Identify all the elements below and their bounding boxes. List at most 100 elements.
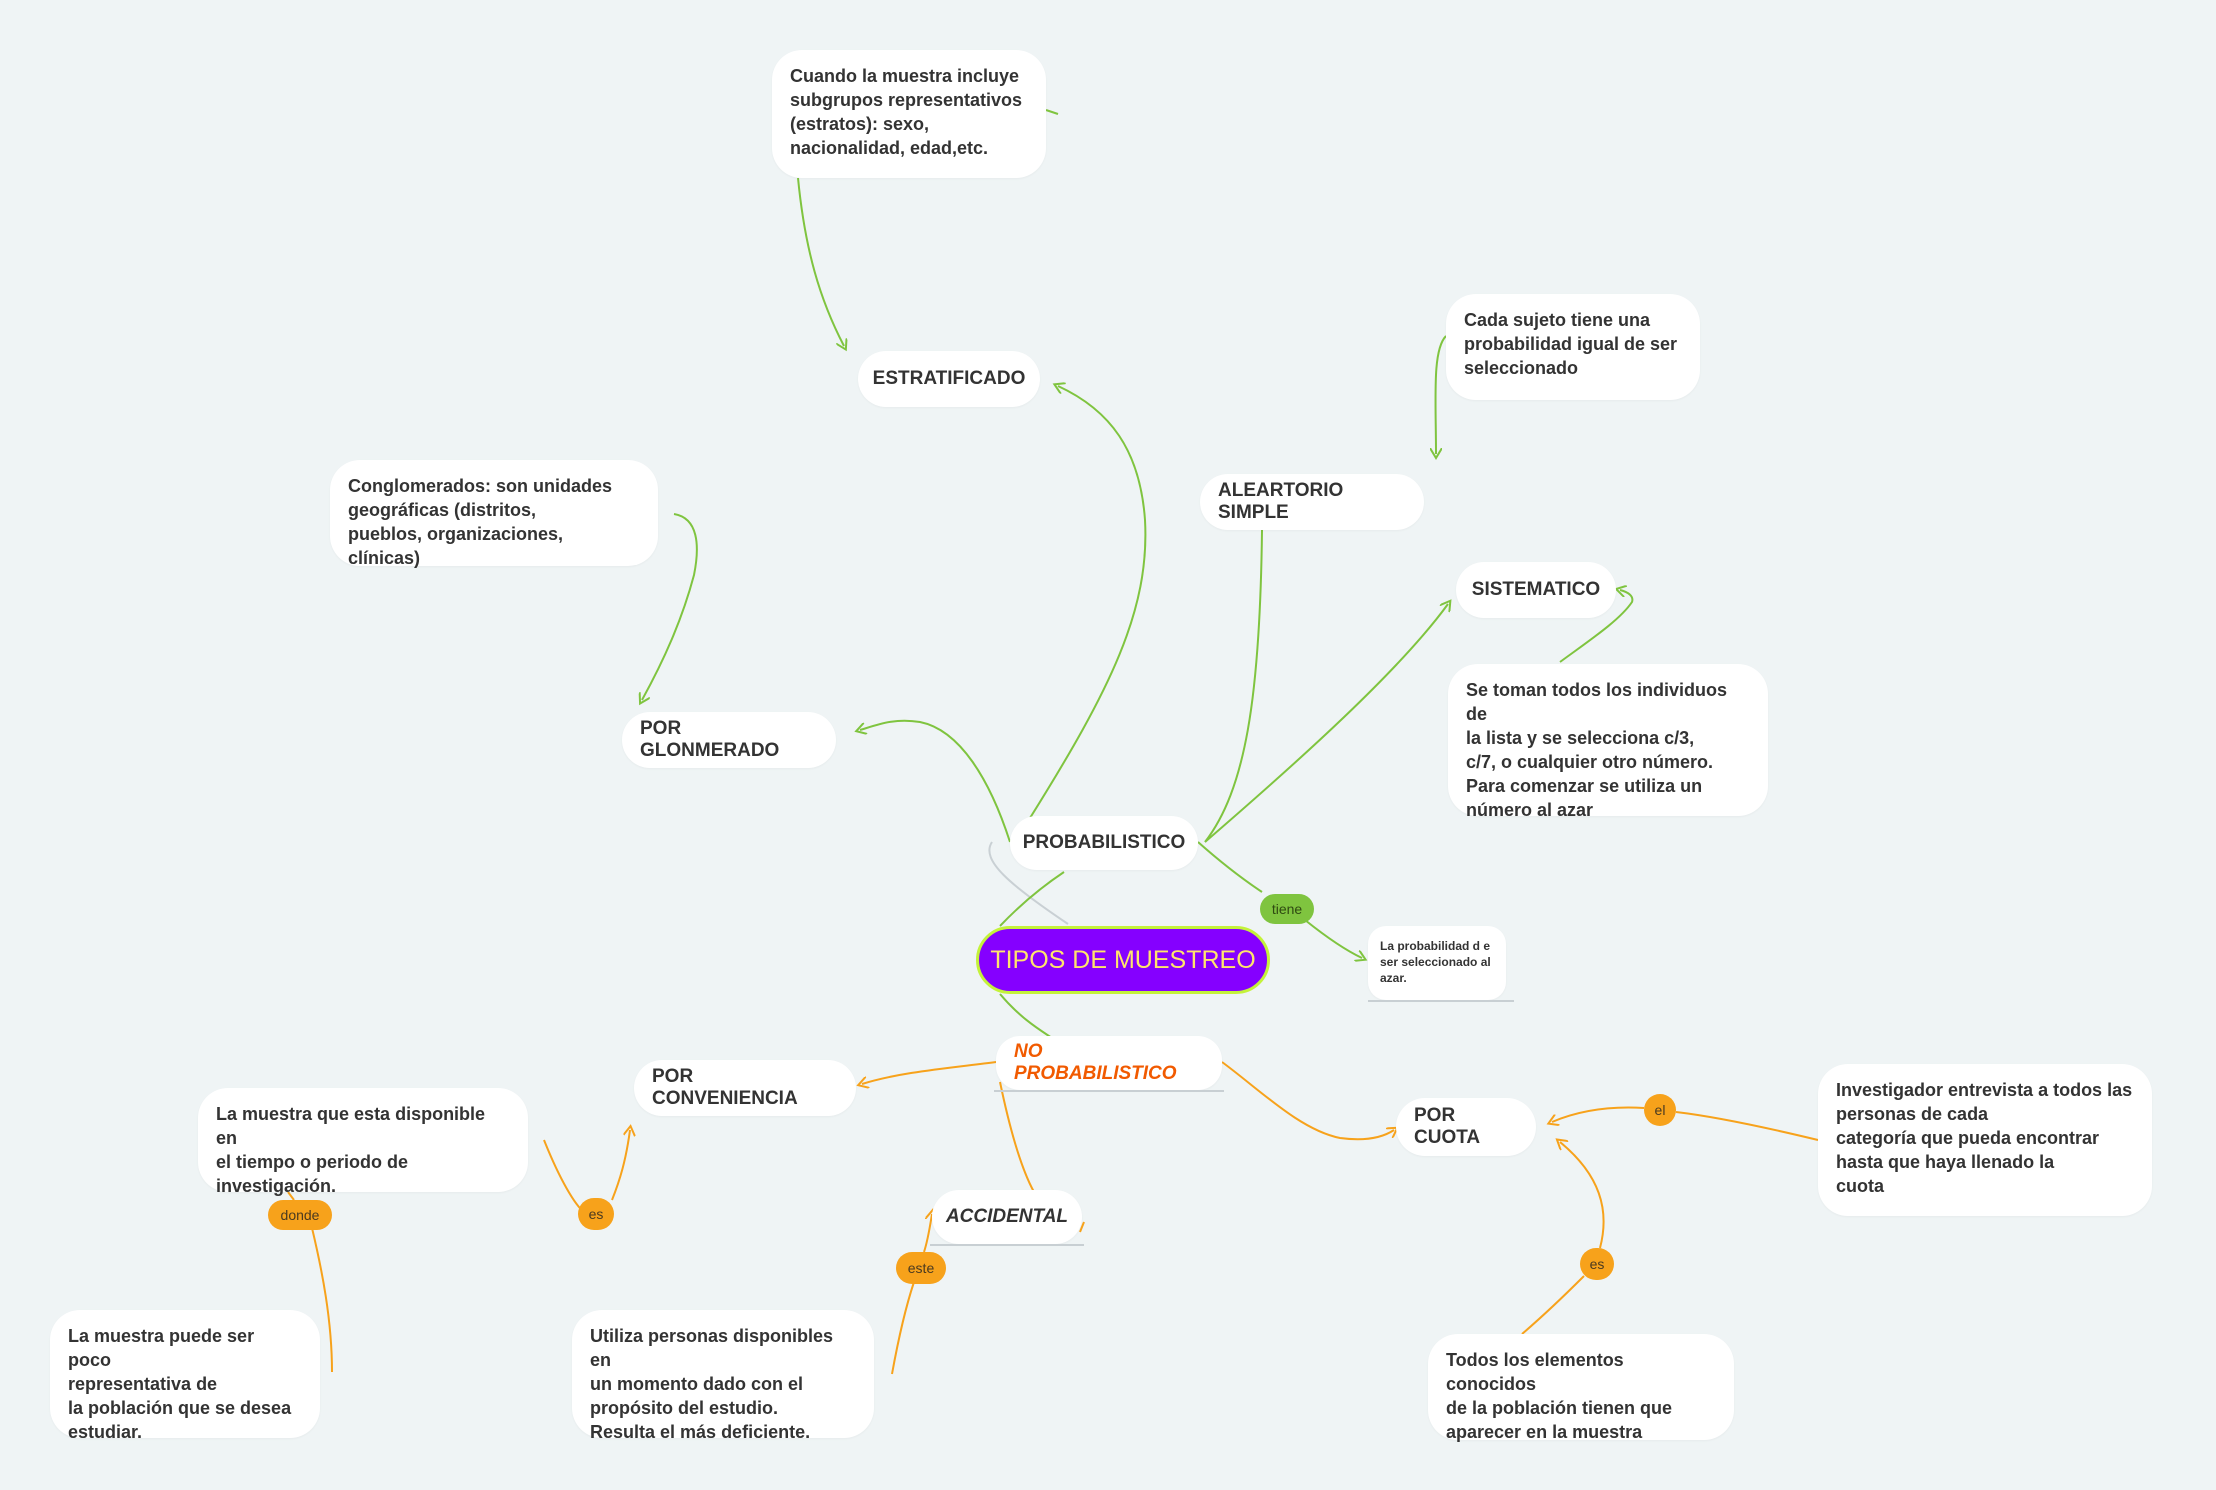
note-line: personas de cada <box>1836 1104 1989 1124</box>
note-line: propósito del estudio. <box>590 1398 778 1418</box>
central-topic-label: TIPOS DE MUESTREO <box>990 945 1256 974</box>
probabilidad-underline <box>1368 1000 1514 1002</box>
topic-por-conveniencia[interactable]: POR CONVENIENCIA <box>634 1060 856 1116</box>
note-line: ser seleccionado al <box>1380 955 1491 969</box>
no-probabilistico-underline <box>994 1090 1224 1092</box>
accidental-note-to-este-line <box>891 1281 915 1375</box>
note-line: representativa de <box>68 1374 218 1394</box>
note-sistematico[interactable]: Se toman todos los individuos de la list… <box>1448 664 1768 820</box>
elementos-to-es-line <box>1521 1275 1585 1335</box>
donde-to-representativa-line <box>311 1227 333 1373</box>
note-line: de la población tienen que <box>1446 1398 1673 1418</box>
note-line: estudiar. <box>68 1422 143 1442</box>
topic-accidental-label: ACCIDENTAL <box>945 1206 1069 1227</box>
note-line: Resulta el más deficiente. <box>590 1422 811 1442</box>
relationship-label-text: es <box>1589 1256 1605 1272</box>
note-line: la población que se desea <box>68 1398 292 1418</box>
este-to-accidental-line <box>923 1214 932 1253</box>
topic-no-probabilistico[interactable]: NO PROBABILISTICO <box>996 1036 1222 1090</box>
central-to-probabilistico-line <box>999 871 1065 927</box>
topic-probabilistico-label: PROBABILISTICO <box>1022 832 1186 853</box>
note-line: Conglomerados: son unidades <box>348 476 613 496</box>
note-line: La muestra puede ser poco <box>68 1326 255 1370</box>
note-accidental[interactable]: Utiliza personas disponibles en un momen… <box>572 1310 874 1442</box>
relationship-label-este[interactable]: este <box>896 1252 946 1284</box>
relationship-label-es-conveniencia[interactable]: es <box>578 1198 614 1230</box>
topic-aleatorio-simple[interactable]: ALEARTORIO SIMPLE <box>1200 474 1424 530</box>
aleatorio-note-line <box>1435 335 1447 454</box>
note-line: la lista y se selecciona c/3, <box>1466 728 1695 748</box>
topic-no-probabilistico-label: NO PROBABILISTICO <box>1014 1041 1177 1084</box>
sistematico-note-line <box>1559 590 1634 663</box>
grey-connector <box>988 841 1069 925</box>
topic-por-conglomerado-label: POR GLONMERADO <box>640 718 780 761</box>
note-line: subgrupos representativos <box>790 90 1023 110</box>
investigador-to-el-line <box>1675 1111 1819 1141</box>
es-to-cuota-line <box>1560 1142 1605 1249</box>
topic-estratificado[interactable]: ESTRATIFICADO <box>858 351 1040 407</box>
topic-por-conglomerado[interactable]: POR GLONMERADO <box>622 712 836 768</box>
note-line: Para comenzar se utiliza un <box>1466 776 1703 796</box>
probabilistico-to-conglomerado-line <box>860 719 1011 843</box>
probabilistico-to-tiene-line <box>1197 841 1263 893</box>
relationship-label-donde[interactable]: donde <box>268 1200 332 1230</box>
relationship-label-text: este <box>907 1260 935 1276</box>
note-line: Cada sujeto tiene una <box>1464 310 1651 330</box>
topic-por-cuota[interactable]: POR CUOTA <box>1396 1098 1536 1156</box>
note-line: Todos los elementos conocidos <box>1446 1350 1624 1394</box>
note-line: Se toman todos los individuos de <box>1466 680 1728 724</box>
note-line: aparecer en la muestra <box>1446 1422 1643 1442</box>
note-line: La probabilidad d e <box>1380 939 1491 953</box>
note-estratificado[interactable]: Cuando la muestra incluye subgrupos repr… <box>772 50 1046 178</box>
relationship-label-el[interactable]: el <box>1644 1094 1676 1126</box>
es-to-conveniencia-line <box>611 1130 630 1201</box>
note-conglomerado[interactable]: Conglomerados: son unidades geográficas … <box>330 460 658 568</box>
no-probabilistico-to-accidental-line <box>999 1081 1035 1193</box>
no-probabilistico-to-cuota-line <box>1221 1061 1394 1141</box>
note-line: el tiempo o periodo de <box>216 1152 409 1172</box>
topic-estratificado-label: ESTRATIFICADO <box>872 368 1026 389</box>
topic-por-cuota-label: POR CUOTA <box>1414 1105 1481 1148</box>
note-cuota-investigador[interactable]: Investigador entrevista a todos las pers… <box>1818 1064 2152 1216</box>
central-topic[interactable]: TIPOS DE MUESTREO <box>976 926 1270 994</box>
relationship-label-text: es <box>588 1206 604 1222</box>
conveniencia-note-to-donde-line <box>287 1191 295 1201</box>
relationship-label-text: tiene <box>1271 901 1303 917</box>
note-line: número al azar <box>1466 800 1594 820</box>
note-line: cuota <box>1836 1176 1885 1196</box>
note-line: hasta que haya llenado la <box>1836 1152 2055 1172</box>
note-cuota-elementos[interactable]: Todos los elementos conocidos de la pobl… <box>1428 1334 1734 1442</box>
no-probabilistico-to-conveniencia-line <box>862 1061 997 1084</box>
estratificado-note-line <box>797 177 844 346</box>
tiene-to-probabilidad-line <box>1304 919 1362 958</box>
note-line: Investigador entrevista a todos las <box>1836 1080 2133 1100</box>
note-line: nacionalidad, edad,etc. <box>790 138 989 158</box>
note-line: geográficas (distritos, <box>348 500 537 520</box>
probabilistico-to-sistematico-line <box>1204 604 1448 843</box>
note-line: La muestra que esta disponible en <box>216 1104 486 1148</box>
topic-aleatorio-simple-label: ALEARTORIO SIMPLE <box>1218 480 1344 523</box>
estratificado-note-tail <box>1045 109 1059 115</box>
topic-sistematico[interactable]: SISTEMATICO <box>1456 562 1616 618</box>
central-to-no-probabilistico-line <box>999 993 1053 1039</box>
conveniencia-note-to-es-line <box>543 1139 585 1213</box>
topic-probabilistico[interactable]: PROBABILISTICO <box>1010 816 1198 870</box>
note-representativa[interactable]: La muestra puede ser poco representativa… <box>50 1310 320 1442</box>
note-aleatorio[interactable]: Cada sujeto tiene una probabilidad igual… <box>1446 294 1700 400</box>
topic-sistematico-label: SISTEMATICO <box>1471 579 1601 600</box>
note-conveniencia[interactable]: La muestra que esta disponible en el tie… <box>198 1088 528 1196</box>
relationship-label-tiene[interactable]: tiene <box>1260 894 1314 924</box>
note-line: probabilidad igual de ser <box>1464 334 1678 354</box>
el-to-cuota-line <box>1552 1106 1645 1122</box>
note-line: seleccionado <box>1464 358 1579 378</box>
note-line: Cuando la muestra incluye <box>790 66 1020 86</box>
topic-accidental[interactable]: ACCIDENTAL <box>932 1190 1082 1244</box>
accidental-tail-line <box>1079 1221 1085 1233</box>
note-line: azar. <box>1380 971 1407 985</box>
conglomerado-note-line <box>642 513 698 700</box>
note-probabilidad[interactable]: La probabilidad d e ser seleccionado al … <box>1368 926 1506 1000</box>
accidental-underline <box>930 1244 1084 1246</box>
relationship-label-es-cuota[interactable]: es <box>1580 1248 1614 1280</box>
probabilistico-to-aleatorio-line <box>1204 529 1263 843</box>
